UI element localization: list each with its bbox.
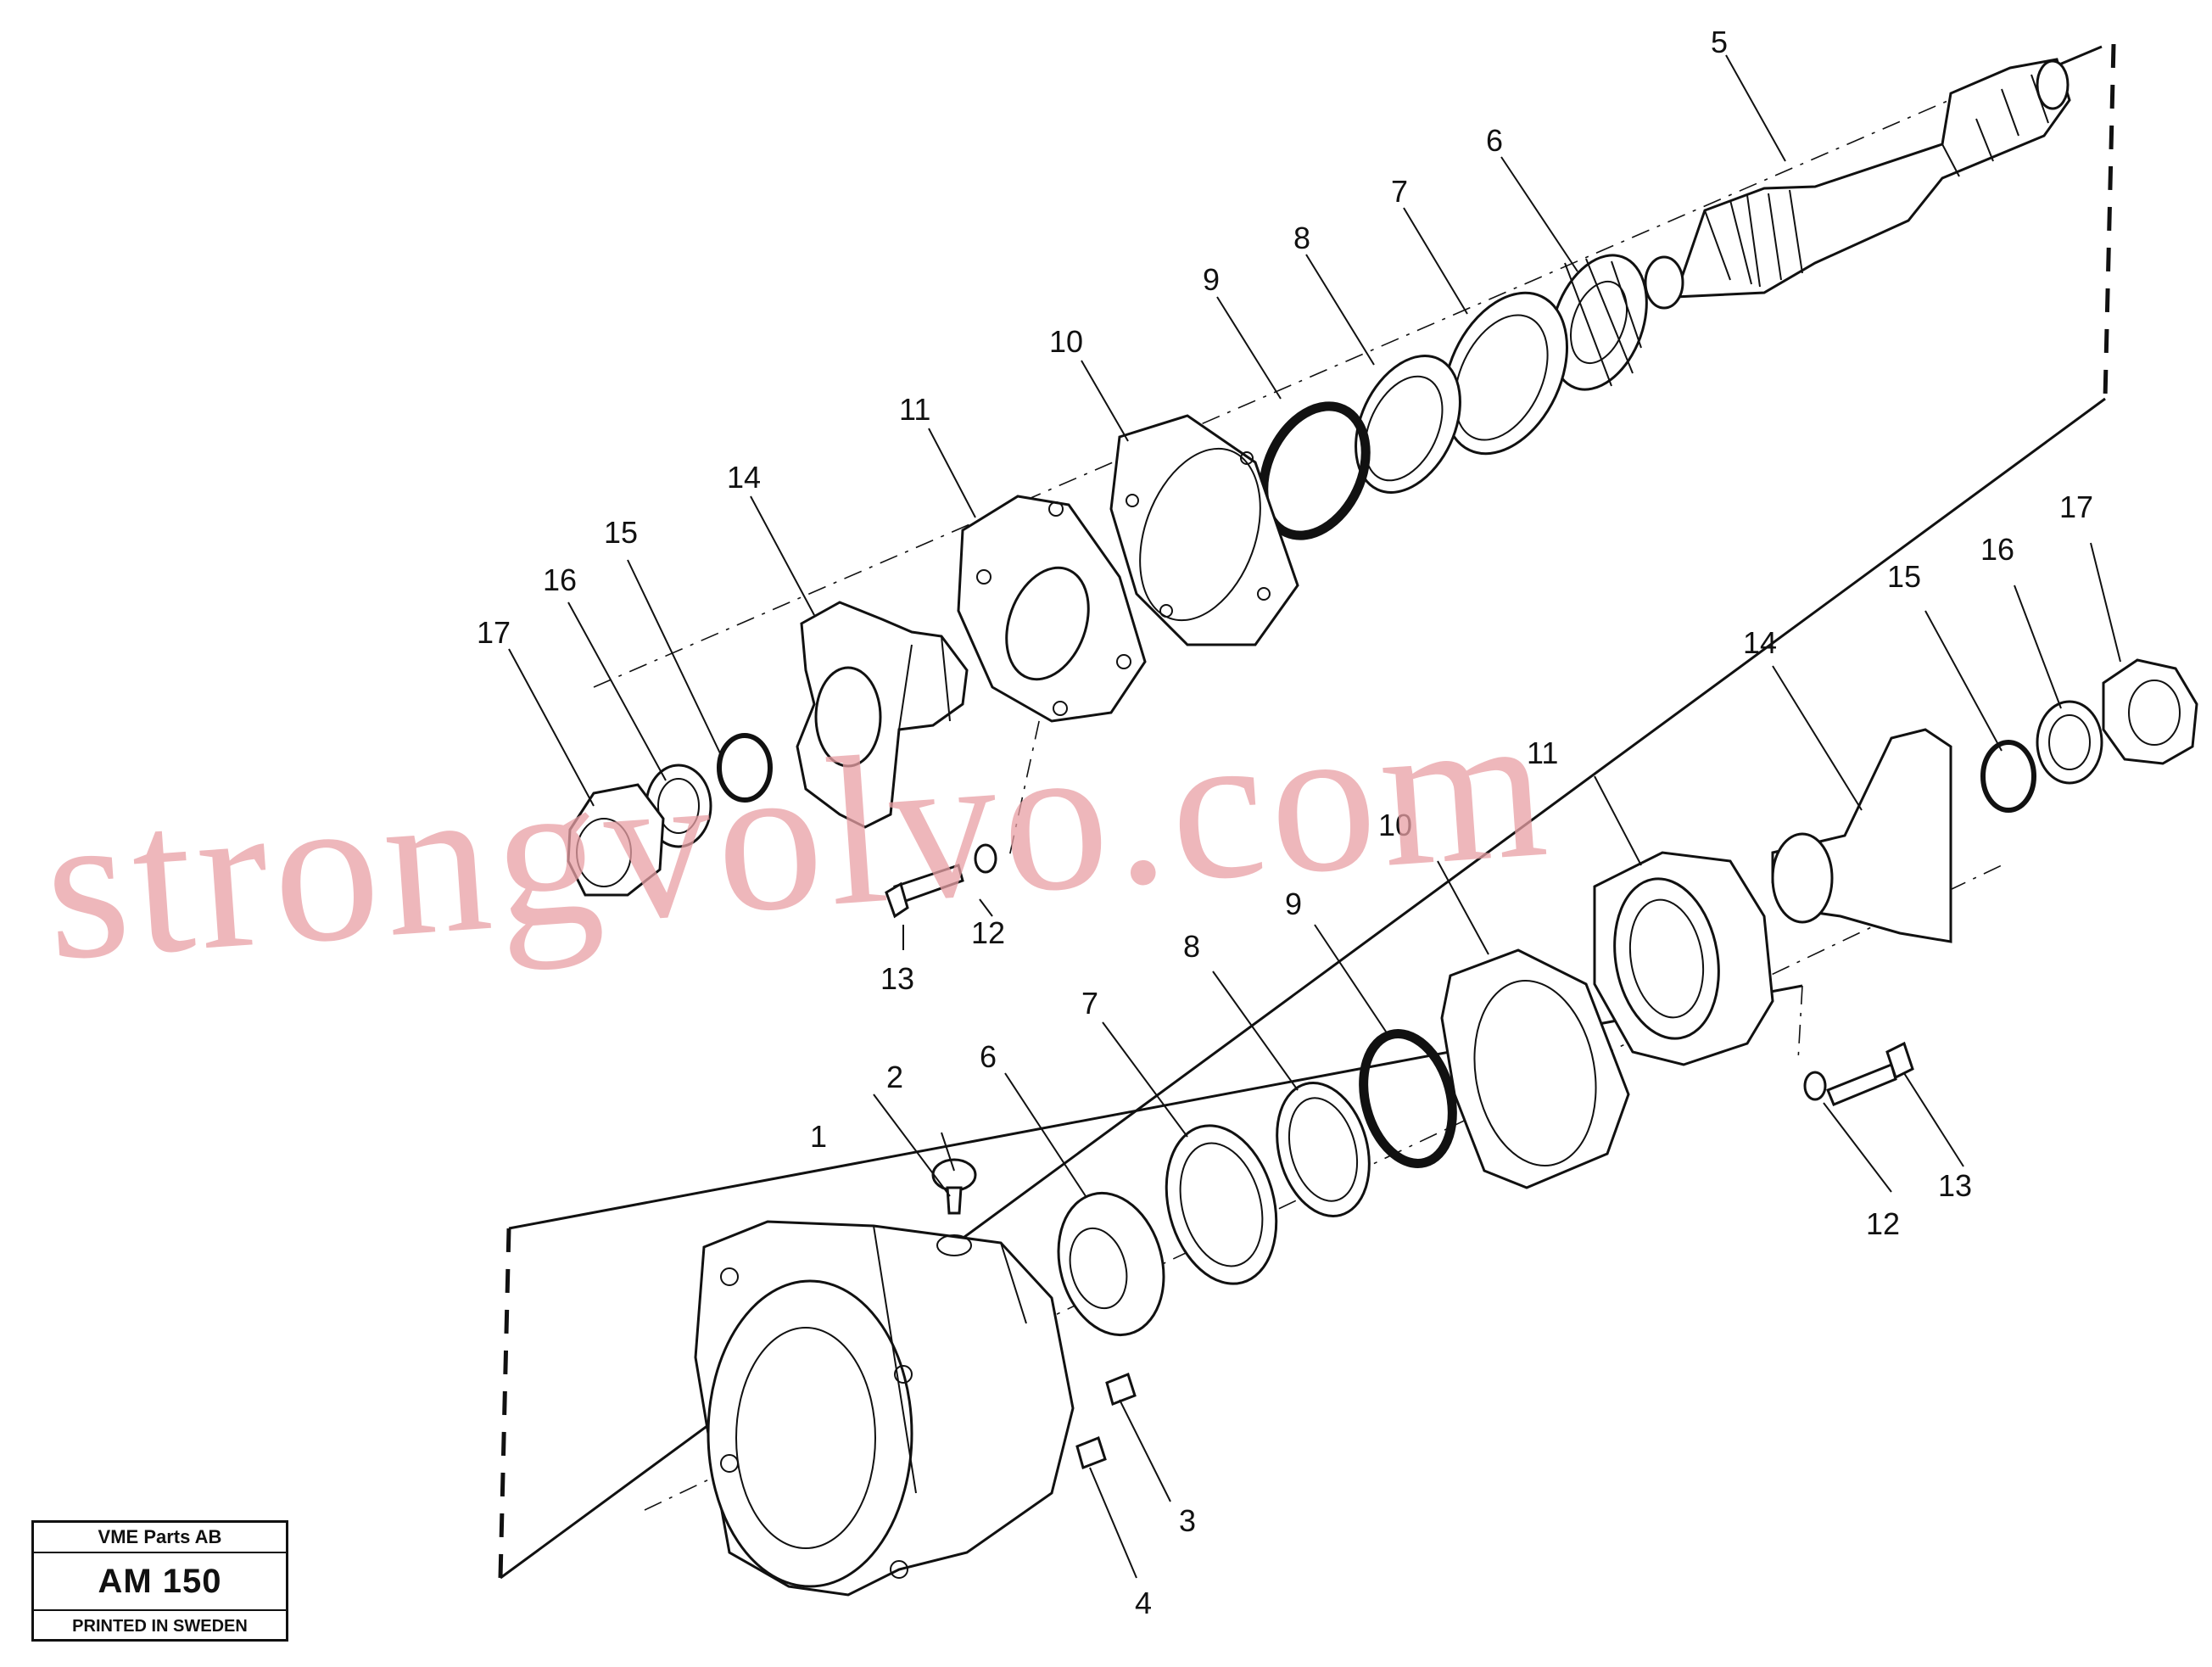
part-4-plug [1075,1436,1107,1469]
title-stamp: VME Parts AB AM 150 PRINTED IN SWEDEN [31,1520,288,1642]
labels-lower: 1 2 3 4 6 7 8 9 10 11 12 13 14 15 16 17 [810,489,2093,1620]
label-12: 12 [971,915,1005,950]
part-10-gasket [1109,414,1299,646]
stamp-company: VME Parts AB [34,1523,286,1553]
label-16-lower: 16 [1980,532,2014,567]
stamp-printed: PRINTED IN SWEDEN [72,1617,248,1636]
part-7-cup [1442,291,1569,456]
part-5-shaft [1644,58,2071,310]
label-3: 3 [1179,1503,1196,1538]
label-8: 8 [1293,221,1310,255]
part-8-seal-lower [1276,1082,1371,1217]
part-17-nut-lower [2102,658,2198,765]
label-13-lower: 13 [1938,1168,1972,1203]
part-16-washer-lower [2036,700,2103,785]
part-11-cover [957,495,1147,723]
label-8-lower: 8 [1183,929,1200,964]
label-9: 9 [1203,262,1220,297]
part-12-13-fasteners-lower [1803,1041,1914,1106]
part-14-yoke [796,601,969,829]
label-15-lower: 15 [1887,559,1921,594]
label-11: 11 [899,392,930,427]
label-14-lower: 14 [1743,625,1777,660]
leader-lines [508,54,2121,1579]
label-14: 14 [727,460,761,495]
part-3-plug [1105,1373,1137,1406]
stamp-code: AM 150 [34,1553,286,1611]
part-1-housing [694,1220,1075,1597]
part-14-yoke-lower [1771,728,1952,943]
part-6-bearing-lower [1057,1191,1165,1337]
label-6: 6 [1486,123,1503,158]
label-15: 15 [604,515,638,550]
label-5: 5 [1711,25,1728,59]
label-16: 16 [543,562,577,597]
part-15-o-ring-lower [1980,740,2036,813]
part-10-gasket-lower [1440,948,1630,1189]
label-10: 10 [1049,324,1083,359]
part-2-plug [931,1158,977,1215]
label-6-lower: 6 [980,1039,997,1074]
part-12-13-fasteners [885,843,997,919]
label-12-lower: 12 [1866,1206,1900,1241]
watermark: strongvolvo.com [38,666,1558,1005]
part-15-o-ring [717,733,773,803]
part-8-seal [1355,355,1461,494]
label-7: 7 [1391,174,1408,209]
label-17: 17 [477,615,511,650]
part-7-cup-lower [1165,1124,1278,1285]
label-2: 2 [886,1060,903,1094]
label-17-lower: 17 [2059,489,2093,524]
label-13: 13 [880,961,914,996]
label-1: 1 [810,1119,827,1154]
labels-upper: 5 6 7 8 9 10 11 14 15 16 17 12 13 [477,25,1728,996]
part-11-cover-lower [1593,851,1774,1066]
part-6-bearing [1550,254,1648,391]
part-17-nut [567,783,665,897]
label-9-lower: 9 [1285,887,1302,921]
part-9-o-ring [1259,401,1371,540]
label-10-lower: 10 [1378,808,1412,842]
part-9-o-ring-lower [1359,1029,1457,1168]
label-7-lower: 7 [1081,986,1098,1021]
label-11-lower: 11 [1527,736,1558,770]
label-4: 4 [1135,1586,1152,1620]
